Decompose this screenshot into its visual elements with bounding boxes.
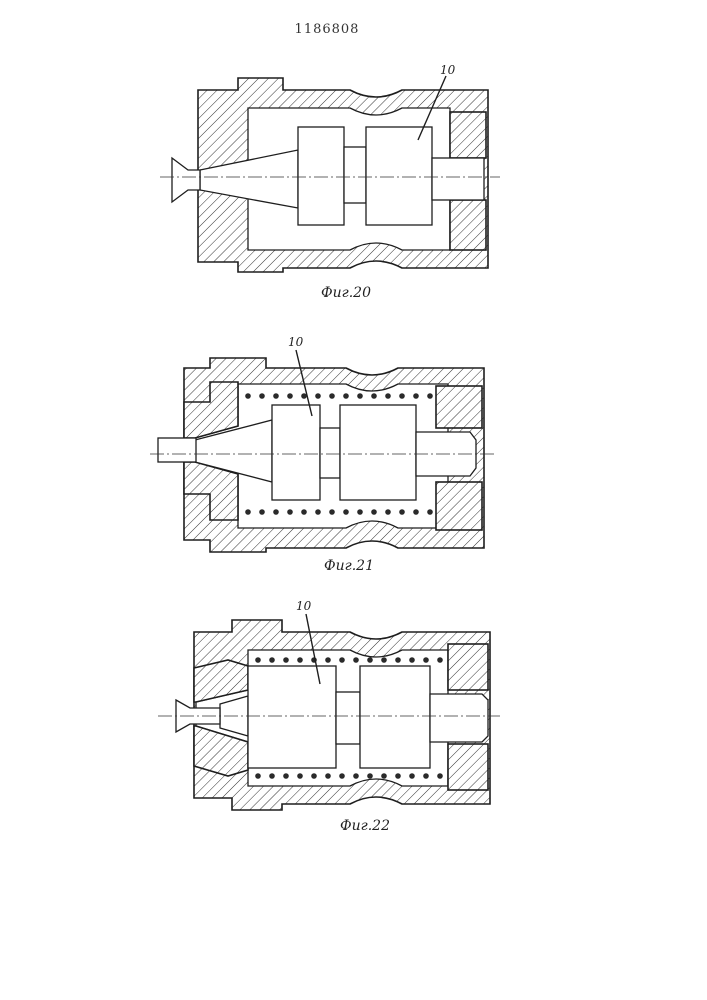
part-label-10: 10 xyxy=(296,599,312,613)
end-plug-top xyxy=(450,112,486,158)
end-plug-bottom xyxy=(448,744,488,790)
page-number: 1186808 xyxy=(0,22,654,37)
figure-20: 10 Фиг.20 xyxy=(0,60,707,310)
figure-caption: Фиг.22 xyxy=(340,818,390,834)
rotor-block-right xyxy=(340,405,416,500)
end-plug-top xyxy=(448,644,488,690)
nozzle-tip xyxy=(158,438,196,462)
rotor-connector xyxy=(344,147,366,203)
part-label-10: 10 xyxy=(288,335,304,349)
rotor-block-left xyxy=(298,127,344,225)
output-shaft xyxy=(430,694,488,742)
rotor-block-left xyxy=(248,666,336,768)
rotor-connector xyxy=(320,428,340,478)
figure-caption: Фиг.20 xyxy=(321,285,371,301)
figure-21: 10 Фиг.21 xyxy=(0,330,707,580)
end-plug-top xyxy=(436,386,482,428)
rotor-block-right xyxy=(366,127,432,225)
rotor-block-right xyxy=(360,666,430,768)
output-shaft xyxy=(432,158,484,200)
rotor-block-left xyxy=(272,405,320,500)
rotor-connector xyxy=(336,692,360,744)
end-plug-bottom xyxy=(436,482,482,530)
end-plug-bottom xyxy=(450,200,486,250)
part-label-10: 10 xyxy=(440,63,456,77)
figure-22: 10 Фиг.22 xyxy=(0,600,707,840)
figure-caption: Фиг.21 xyxy=(324,558,374,574)
nozzle-tip xyxy=(172,158,200,202)
